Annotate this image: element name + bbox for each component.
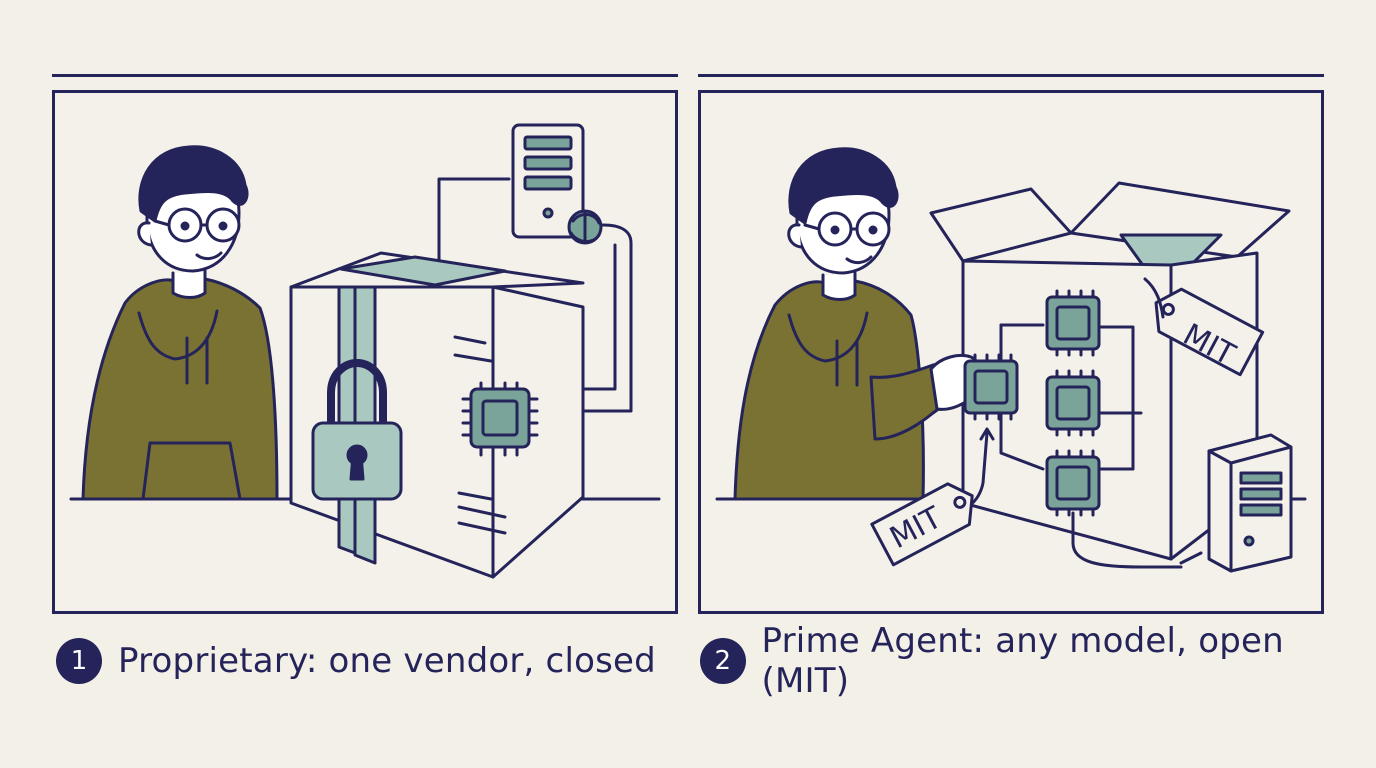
caption-open: 2 Prime Agent: any model, open (MIT) [700,621,1376,701]
step-badge-2: 2 [700,638,746,684]
computer-tower-icon [1207,433,1293,573]
chip-stack-icon [1045,289,1101,517]
vendor-server [511,123,603,245]
top-rule-left [52,74,678,77]
step-badge-1: 1 [56,638,102,684]
caption-text-2: Prime Agent: any model, open (MIT) [761,621,1284,701]
caption-proprietary: 1 Proprietary: one vendor, closed [56,636,656,686]
person-proprietary [81,145,279,501]
chip-in-hand-icon [963,353,1019,421]
vendor-logo-icon [567,209,603,245]
top-rule-right [698,74,1324,77]
panel-proprietary [52,90,678,614]
proprietary-illustration [69,123,661,579]
panel-open: MIT MIT [698,90,1324,614]
padlock-icon [311,359,403,501]
license-tag-bottom [870,482,974,567]
caption-text-1: Proprietary: one vendor, closed [118,641,656,681]
open-illustration: MIT MIT [715,147,1307,573]
person-open [733,147,983,501]
chip-icon [461,381,539,457]
